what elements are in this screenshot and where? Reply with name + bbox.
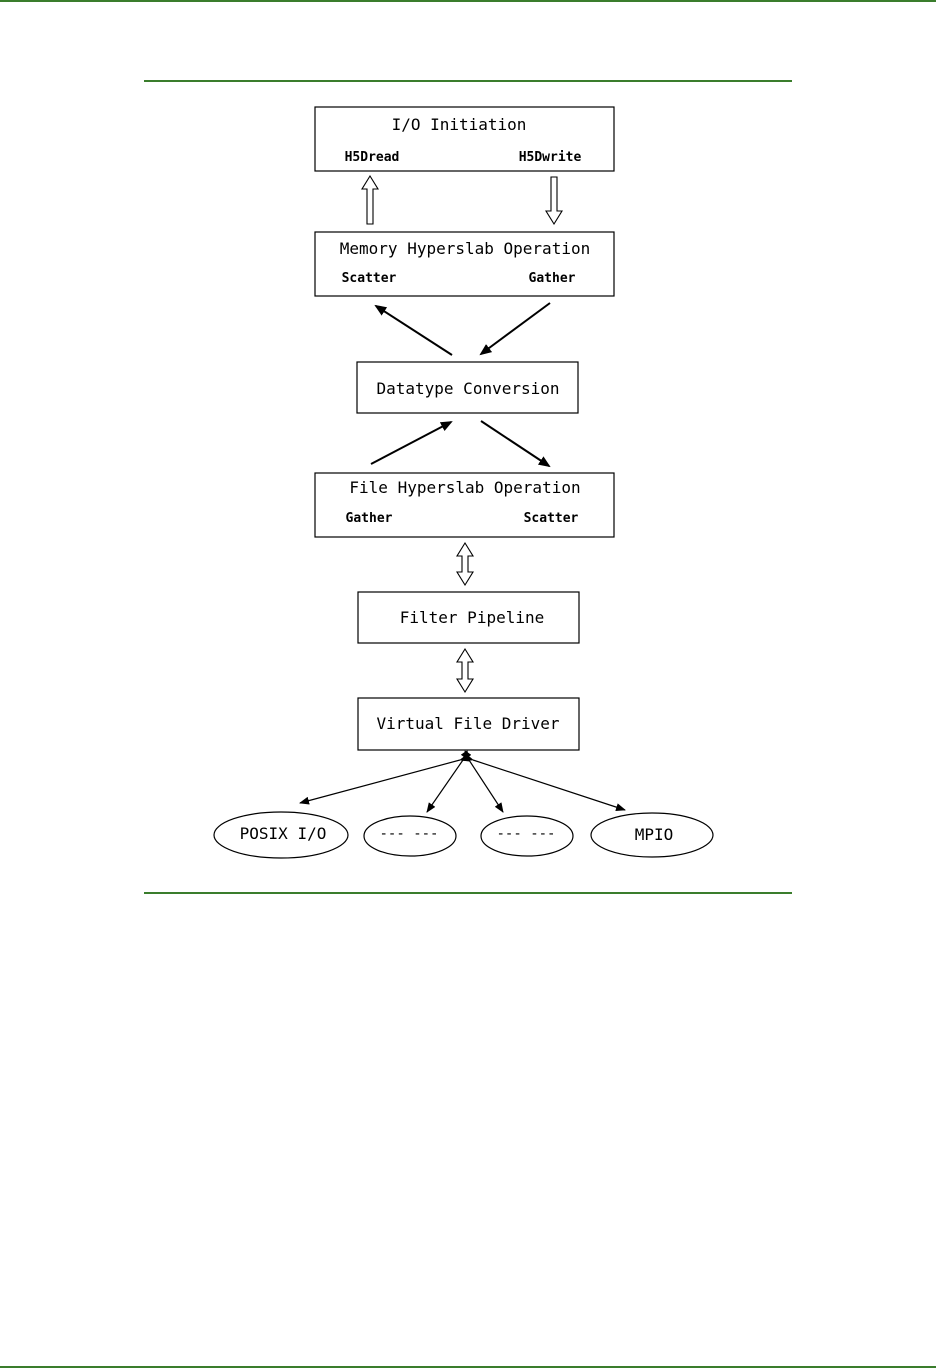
read-up-arrow — [361, 174, 379, 225]
h5dwrite-label: H5Dwrite — [519, 150, 582, 165]
file-gather-arrow — [370, 421, 453, 465]
file-scatter-arrow — [480, 420, 551, 468]
memory-hyperslab-box: Memory Hyperslab Operation Scatter Gathe… — [314, 231, 615, 297]
io-initiation-title: I/O Initiation — [392, 115, 527, 134]
driver-posix-label: POSIX I/O — [240, 824, 327, 843]
h5dread-label: H5Dread — [345, 150, 400, 165]
write-down-arrow — [545, 176, 563, 226]
driver-placeholder-1: --- --- — [363, 815, 457, 857]
driver-placeholder-2: --- --- — [480, 815, 574, 857]
datatype-conversion-title: Datatype Conversion — [376, 379, 559, 398]
memory-hyperslab-title: Memory Hyperslab Operation — [340, 239, 590, 258]
driver-mpio-label: MPIO — [635, 825, 674, 844]
filter-pipeline-box: Filter Pipeline — [357, 591, 580, 644]
driver-posix: POSIX I/O — [213, 811, 349, 859]
figure-top-rule — [144, 80, 792, 82]
footer-rule — [0, 1366, 936, 1368]
virtual-file-driver-box: Virtual File Driver — [357, 697, 580, 751]
gather-arrow — [479, 302, 551, 356]
header-rule — [0, 0, 936, 2]
file-filter-double-arrow — [456, 541, 474, 587]
figure-bottom-rule — [144, 892, 792, 894]
file-gather-label: Gather — [346, 511, 393, 526]
connector-mpio — [463, 753, 626, 811]
datatype-conversion-box: Datatype Conversion — [356, 361, 579, 414]
file-hyperslab-box: File Hyperslab Operation Gather Scatter — [314, 472, 615, 538]
driver-mpio: MPIO — [590, 812, 714, 858]
memory-gather-label: Gather — [529, 271, 576, 286]
file-scatter-label: Scatter — [524, 511, 579, 526]
filter-driver-double-arrow — [456, 647, 474, 694]
virtual-file-driver-title: Virtual File Driver — [376, 714, 559, 733]
connector-posix — [299, 753, 470, 805]
driver-connectors — [299, 750, 626, 813]
scatter-arrow — [374, 304, 453, 356]
driver-placeholder-1-label: --- --- — [379, 826, 438, 842]
driver-placeholder-2-label: --- --- — [496, 826, 555, 842]
memory-scatter-label: Scatter — [342, 271, 397, 286]
connector-driver-2 — [426, 750, 472, 813]
filter-pipeline-title: Filter Pipeline — [400, 608, 545, 627]
file-hyperslab-title: File Hyperslab Operation — [349, 478, 580, 497]
io-initiation-box: I/O Initiation H5Dread H5Dwrite — [314, 106, 615, 172]
